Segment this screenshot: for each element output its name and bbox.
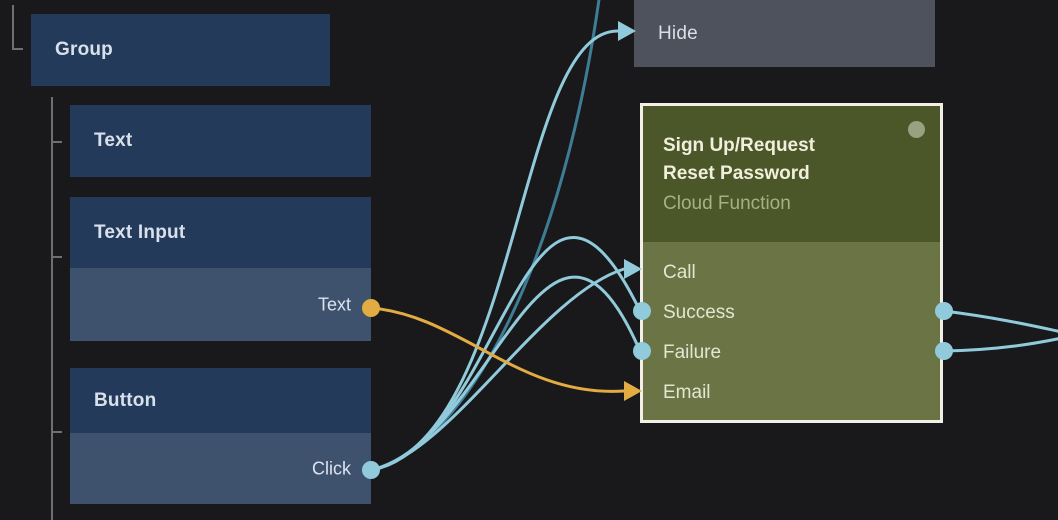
tree-children-line: [51, 97, 53, 520]
port-call-label: Call: [663, 262, 696, 283]
edge-click-to-offscreen-top[interactable]: [369, 0, 601, 472]
node-cloud-function-subtitle: Cloud Function: [663, 193, 791, 214]
node-text-input-label: Text Input: [94, 221, 186, 243]
edge-failure-out[interactable]: [942, 337, 1058, 353]
node-text-input-header[interactable]: Text Input: [70, 197, 371, 268]
node-cloud-function-header[interactable]: Sign Up/Request Reset Password Cloud Fun…: [643, 106, 940, 242]
port-dot-failure-input[interactable]: [633, 342, 651, 360]
edge-click-to-call[interactable]: [369, 267, 626, 472]
port-dot-click-output[interactable]: [362, 461, 380, 479]
tree-tick-text-input: [51, 256, 62, 258]
node-group-label: Group: [55, 39, 113, 60]
port-dot-success-output[interactable]: [935, 302, 953, 320]
edge-click-to-success[interactable]: [369, 236, 642, 472]
arrowhead-call-icon: [624, 259, 642, 279]
node-text[interactable]: Text: [70, 105, 371, 177]
port-failure-label: Failure: [663, 342, 722, 363]
node-button-header[interactable]: Button: [70, 368, 371, 433]
arrowhead-email-icon: [624, 381, 642, 401]
port-dot-failure-output[interactable]: [935, 342, 953, 360]
tree-tick-button: [51, 431, 62, 433]
port-success-label: Success: [663, 302, 735, 323]
node-cloud-function[interactable]: Sign Up/Request Reset Password Cloud Fun…: [640, 103, 943, 423]
port-dot-text-output[interactable]: [362, 299, 380, 317]
arrowhead-hide-icon: [618, 21, 636, 41]
tree-connector-vertical: [12, 5, 14, 50]
node-cloud-function-title: Sign Up/Request Reset Password: [663, 135, 816, 184]
node-text-label: Text: [94, 130, 133, 151]
status-dot-icon: [908, 121, 925, 138]
node-button-port-row[interactable]: Click: [70, 433, 371, 504]
port-email-label: Email: [663, 382, 711, 403]
tree-connector-horizontal: [12, 48, 23, 50]
port-dot-success-input[interactable]: [633, 302, 651, 320]
port-click-output-label: Click: [312, 458, 351, 478]
edge-success-out[interactable]: [942, 309, 1058, 333]
node-group[interactable]: Group: [31, 14, 330, 86]
edge-text-to-email[interactable]: [369, 306, 626, 393]
tree-tick-text: [51, 141, 62, 143]
node-text-input[interactable]: Text Input Text: [70, 197, 371, 341]
node-button[interactable]: Button Click: [70, 368, 371, 504]
edge-click-to-failure[interactable]: [369, 275, 642, 472]
node-text-input-port-row[interactable]: Text: [70, 268, 371, 341]
node-hide-label: Hide: [658, 22, 698, 44]
node-hide[interactable]: Hide: [634, 0, 935, 67]
port-text-output-label: Text: [317, 294, 351, 314]
node-button-label: Button: [94, 389, 157, 411]
